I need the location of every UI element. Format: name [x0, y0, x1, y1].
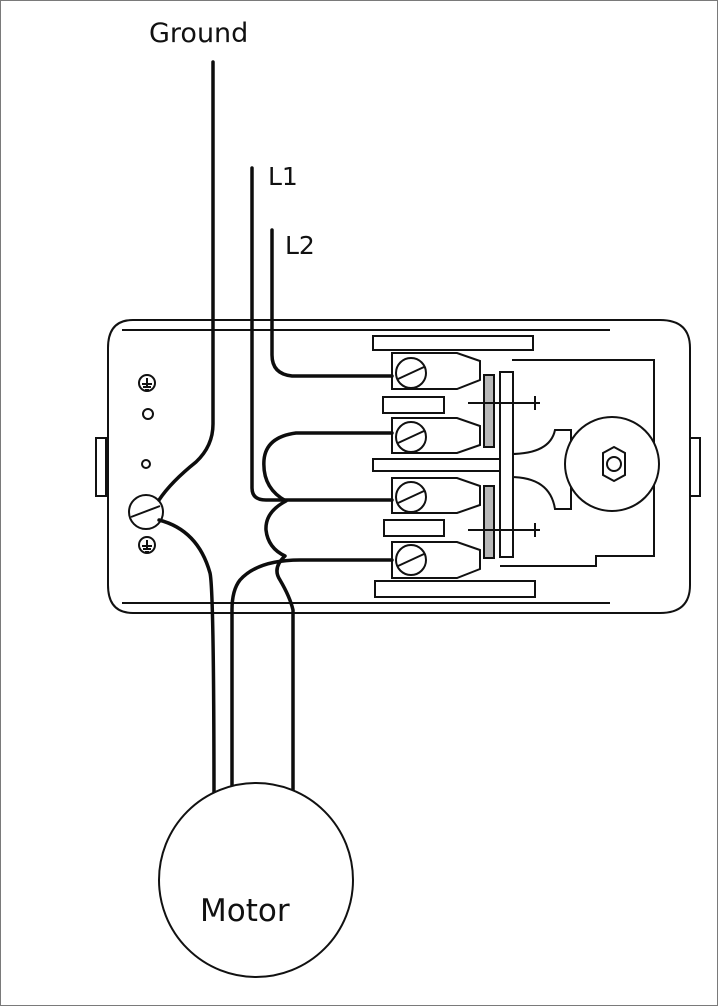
ground-label: Ground: [149, 18, 249, 49]
terminal-block: [372, 335, 660, 598]
ground-terminal-area: [128, 374, 164, 554]
motor-label: Motor: [200, 893, 290, 929]
ground-wire: [157, 60, 216, 812]
l2-wire: [270, 228, 394, 378]
l1-wire: [250, 166, 394, 502]
wires: [157, 60, 394, 812]
terminal-screw-4: [391, 541, 481, 579]
jumper-wire-upper: [262, 431, 394, 812]
l1-label: L1: [268, 162, 298, 191]
terminal-screw-1: [391, 352, 481, 390]
terminal-screw-3: [391, 477, 481, 514]
motor: [158, 782, 354, 978]
motor-wire-2: [230, 558, 394, 810]
terminal-screw-2: [391, 417, 481, 454]
l2-label: L2: [285, 231, 315, 260]
